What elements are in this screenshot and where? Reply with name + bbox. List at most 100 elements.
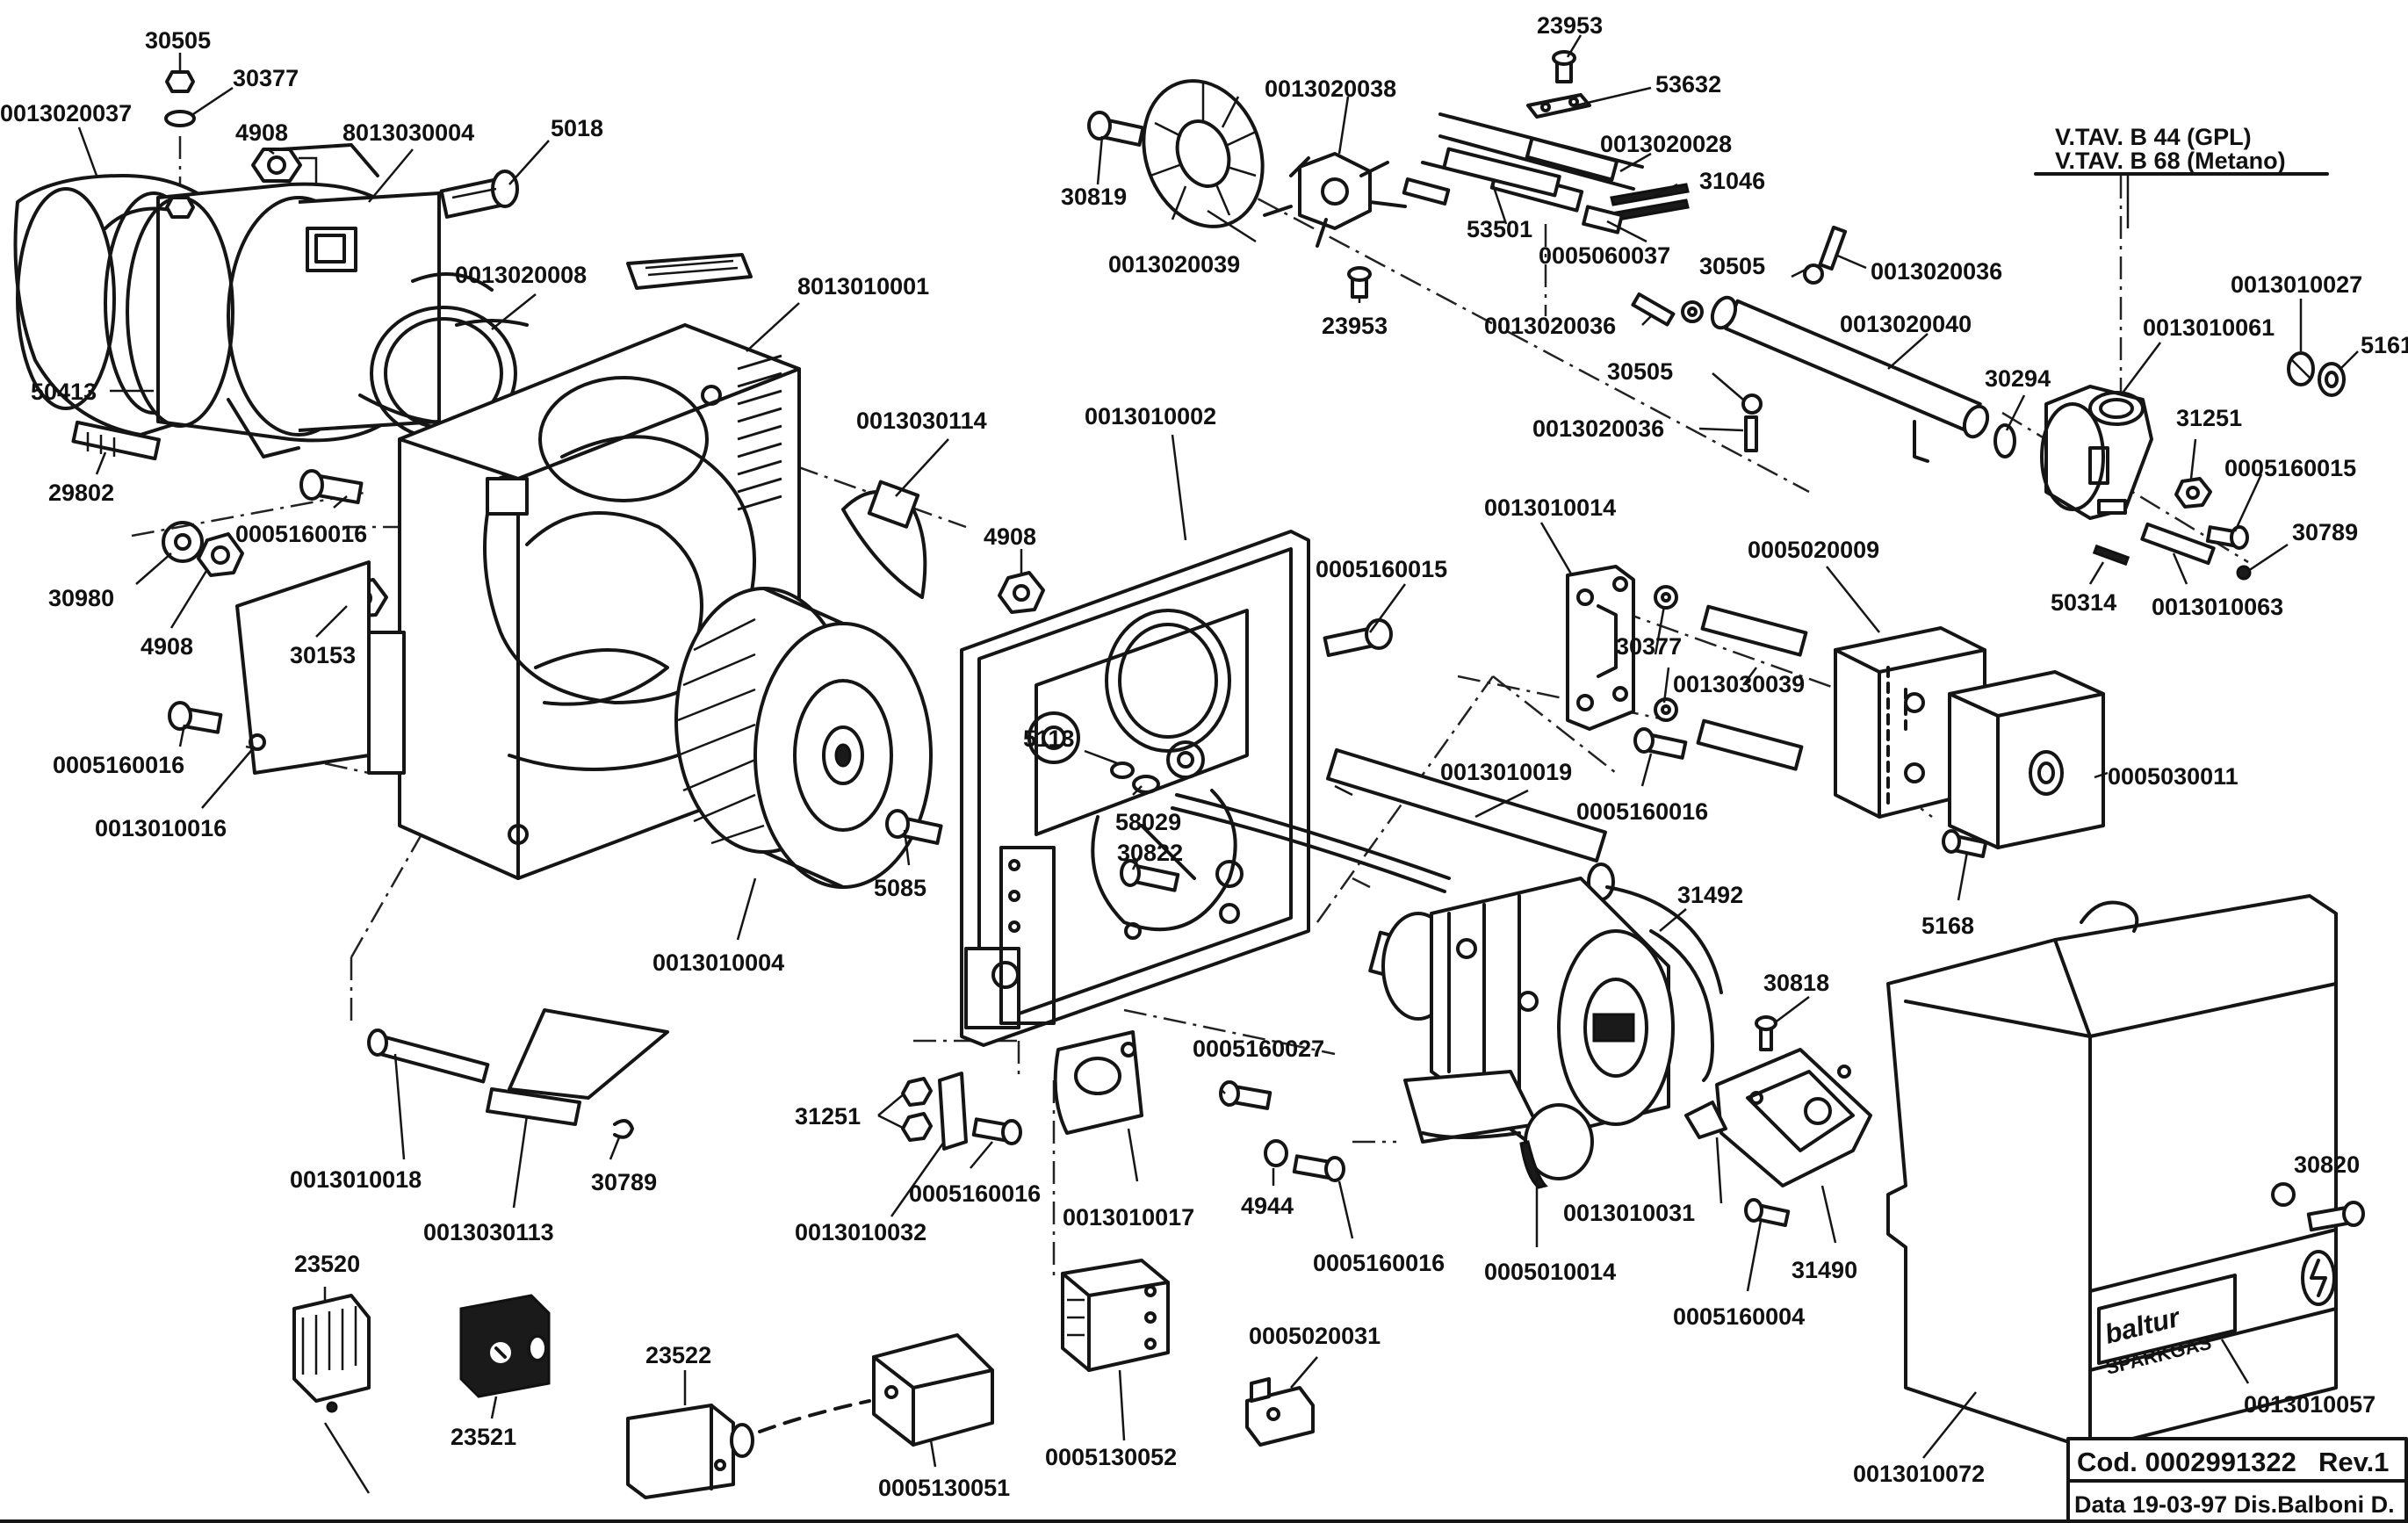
part-label: 23520 [294, 1251, 360, 1277]
part-label: 0005160016 [1313, 1250, 1445, 1276]
washer-30789-right [2236, 565, 2252, 581]
control-box-base [1834, 626, 1986, 819]
clamp-53632 [1526, 93, 1591, 119]
plug-23520 [292, 1294, 371, 1494]
part-label: 0013010004 [652, 949, 784, 976]
part-label: 31492 [1677, 882, 1743, 908]
standoff-spacers [1696, 604, 1808, 771]
brand-badge: baltur SPARKGAS [2097, 1274, 2237, 1379]
part-label: 0013010072 [1853, 1461, 1985, 1487]
pin-0013010018 [367, 1029, 490, 1084]
part-label: 0005020009 [1748, 537, 1879, 563]
part-label: 30822 [1117, 840, 1183, 866]
part-label: 31251 [2176, 405, 2242, 431]
part-label: 0013010027 [2231, 271, 2362, 298]
part-label: 30819 [1061, 184, 1127, 210]
part-label: 0013010019 [1440, 759, 1572, 785]
part-label: 0013020036 [1484, 313, 1616, 339]
screw-23953-upper [1552, 50, 1576, 83]
part-label: 0013020039 [1108, 251, 1240, 278]
part-label: 0013030039 [1673, 671, 1805, 697]
stud-29802 [71, 420, 161, 461]
part-label: 0005030011 [2108, 763, 2239, 790]
burner-head-assembly [13, 143, 529, 458]
screw-5168 [1942, 829, 1988, 858]
screw-0005160016-e [1292, 1154, 1345, 1182]
part-labels: 30505 30377 0013020037 4908 8013030004 5… [0, 12, 2408, 1501]
connector-0005060037 [1582, 205, 1624, 235]
part-label: 0005010014 [1484, 1259, 1616, 1285]
nut-4908-top [251, 148, 302, 183]
part-label: 0013010057 [2244, 1391, 2376, 1418]
part-label: 58029 [1115, 809, 1181, 835]
nut-4908-center [998, 571, 1045, 614]
socket-0005130051 [872, 1333, 994, 1447]
fan-impeller [674, 587, 933, 889]
part-label: 0005160015 [1316, 556, 1447, 582]
part-label: 5161 [2361, 332, 2408, 358]
screw-5085 [885, 809, 943, 845]
washers-top-right [2287, 351, 2346, 397]
washer-30377 [1654, 585, 1678, 722]
gas-nozzle-head [1263, 152, 1407, 248]
part-label: 50413 [31, 379, 97, 405]
screw-30818 [1755, 1015, 1777, 1051]
insulator-53501 [1442, 147, 1561, 198]
part-label: 53501 [1467, 216, 1532, 242]
part-label: 30820 [2294, 1151, 2360, 1178]
part-label: 0013010031 [1563, 1200, 1695, 1226]
model-header-line1: V.TAV. B 44 (GPL) [2055, 124, 2252, 150]
part-label: 31251 [795, 1103, 861, 1130]
part-label: 30505 [1607, 358, 1673, 385]
part-label: 23953 [1322, 313, 1388, 339]
part-label: 31490 [1792, 1257, 1857, 1283]
part-label: 0013030114 [856, 408, 987, 434]
drawing-code: Cod. 0002991322 [2077, 1447, 2296, 1477]
part-label: 30818 [1763, 970, 1829, 996]
part-label: 0005160027 [1193, 1036, 1324, 1062]
leader-lines [77, 34, 2359, 1468]
control-box-cover [1948, 670, 2105, 849]
part-label: 0005160016 [53, 752, 184, 778]
screw-0005160015-right [2205, 525, 2249, 550]
part-label: 0005160016 [1576, 798, 1708, 825]
diffuser-disc [1142, 79, 1265, 228]
part-label: 4944 [1241, 1193, 1294, 1219]
part-label: 53632 [1655, 71, 1721, 97]
screw-30819 [1087, 111, 1145, 147]
part-label: 0013020028 [1600, 131, 1732, 157]
air-damper [841, 480, 927, 599]
part-label: 4908 [141, 633, 193, 660]
part-label: 30505 [145, 27, 211, 54]
pins-0013020036 [1631, 225, 1848, 452]
part-label: 8013010001 [797, 273, 929, 300]
title-block: Cod. 0002991322 Rev.1 Data 19-03-97 Dis.… [2066, 1437, 2408, 1523]
screw-23953-lower [1347, 266, 1372, 299]
gas-elbow [2040, 385, 2153, 520]
part-label: 30377 [1616, 633, 1682, 660]
housing-vent-slots [737, 354, 782, 511]
part-label: 5018 [551, 115, 603, 141]
electrode-rod [1171, 747, 1615, 901]
part-label: 4908 [984, 523, 1036, 550]
part-label: 30153 [290, 642, 356, 668]
part-label: 23522 [645, 1342, 711, 1368]
flap-0013030113 [486, 1008, 669, 1126]
pin-50314 [2092, 544, 2130, 567]
plug-23521 [459, 1294, 551, 1398]
part-label: 0013010061 [2143, 314, 2275, 341]
model-header: V.TAV. B 44 (GPL) V.TAV. B 68 (Metano) [2034, 124, 2329, 176]
part-label: 0013010014 [1484, 494, 1616, 521]
stud-0013010063 [2140, 522, 2216, 566]
part-label: 0005060037 [1539, 242, 1670, 269]
part-label: 29802 [48, 480, 114, 506]
part-label: 30789 [2292, 519, 2358, 545]
part-label: 30294 [1985, 365, 2051, 392]
part-label: 0005160004 [1673, 1303, 1805, 1330]
part-label: 5085 [874, 875, 926, 901]
part-label: 0013020008 [455, 262, 587, 288]
part-label: 0005160016 [235, 521, 367, 547]
screw-5018 [439, 170, 519, 219]
washer-58029 [1110, 762, 1160, 794]
part-label: 0013010032 [795, 1219, 926, 1245]
